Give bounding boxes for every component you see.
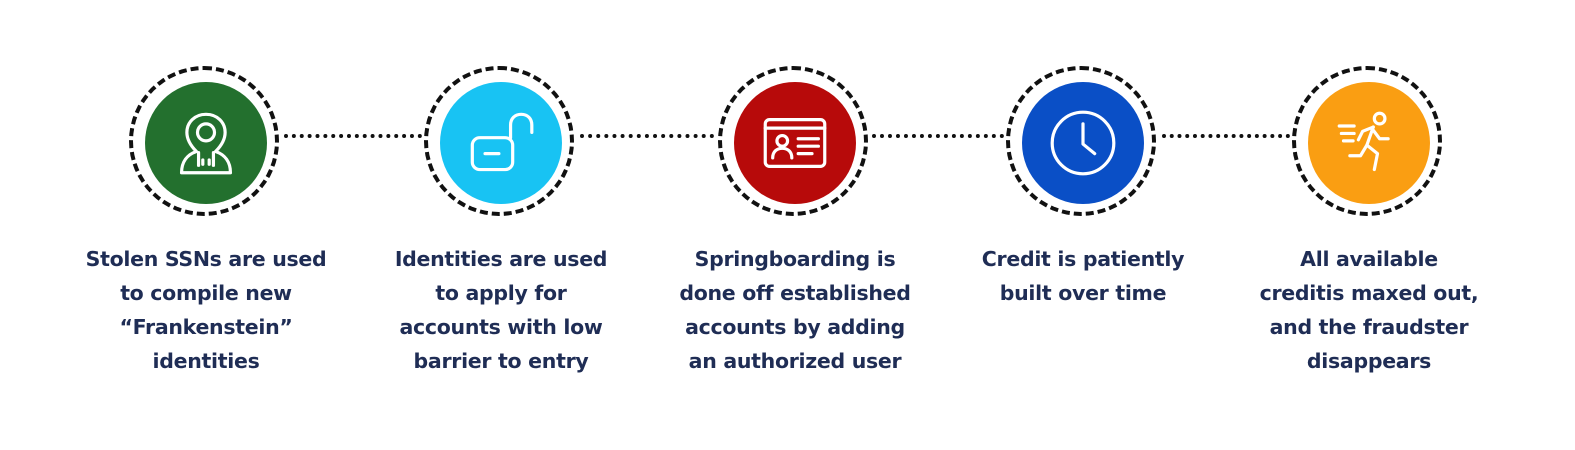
step-2-dashed-ring bbox=[424, 66, 574, 216]
step-1-caption-line: Stolen SSNs are used bbox=[85, 247, 327, 271]
step-1-caption-line: identities bbox=[152, 349, 260, 373]
step-5-caption-line: All available bbox=[1300, 247, 1438, 271]
step-4-caption-line: built over time bbox=[999, 281, 1167, 305]
connector-line-3 bbox=[872, 134, 1004, 138]
step-5-caption: All available creditis maxed out, and th… bbox=[1234, 242, 1504, 378]
step-2-caption-line: barrier to entry bbox=[413, 349, 589, 373]
step-4-caption: Credit is patiently built over time bbox=[948, 242, 1218, 310]
step-1-icon-circle bbox=[145, 82, 267, 204]
step-1: Stolen SSNs are used to compile new “Fra… bbox=[61, 0, 351, 450]
step-2-caption-line: accounts with low bbox=[399, 315, 603, 339]
connector-line-2 bbox=[580, 134, 714, 138]
hooded-fraudster-icon bbox=[179, 112, 233, 175]
step-1-dashed-ring bbox=[129, 66, 279, 216]
connector-line-4 bbox=[1162, 134, 1290, 138]
step-1-caption: Stolen SSNs are used to compile new “Fra… bbox=[71, 242, 341, 378]
unlocked-padlock-icon bbox=[470, 112, 534, 172]
step-3-icon-circle bbox=[734, 82, 856, 204]
step-4: Credit is patiently built over time bbox=[938, 0, 1228, 450]
step-5-caption-line: and the fraudster bbox=[1269, 315, 1469, 339]
step-4-icon-circle bbox=[1022, 82, 1144, 204]
step-5: All available creditis maxed out, and th… bbox=[1224, 0, 1514, 450]
step-5-caption-line: creditis maxed out, bbox=[1259, 281, 1479, 305]
step-2-caption: Identities are used to apply for account… bbox=[366, 242, 636, 378]
running-person-icon bbox=[1337, 111, 1390, 172]
connector-line-1 bbox=[284, 134, 422, 138]
step-2-caption-line: Identities are used bbox=[394, 247, 608, 271]
step-2: Identities are used to apply for account… bbox=[356, 0, 646, 450]
step-3: Springboarding is done off established a… bbox=[650, 0, 940, 450]
step-3-caption-line: done off established bbox=[679, 281, 911, 305]
step-1-caption-line: to compile new bbox=[120, 281, 292, 305]
clock-icon bbox=[1050, 110, 1116, 176]
id-card-icon bbox=[763, 118, 827, 168]
step-2-caption-line: to apply for bbox=[435, 281, 567, 305]
step-3-dashed-ring bbox=[718, 66, 868, 216]
step-3-caption: Springboarding is done off established a… bbox=[660, 242, 930, 378]
step-4-dashed-ring bbox=[1006, 66, 1156, 216]
step-5-dashed-ring bbox=[1292, 66, 1442, 216]
step-1-caption-line: “Frankenstein” bbox=[119, 315, 293, 339]
step-3-caption-line: Springboarding is bbox=[694, 247, 896, 271]
step-5-icon-circle bbox=[1308, 82, 1430, 204]
step-4-caption-line: Credit is patiently bbox=[981, 247, 1185, 271]
step-3-caption-line: accounts by adding bbox=[685, 315, 905, 339]
step-2-icon-circle bbox=[440, 82, 562, 204]
step-3-caption-line: an authorized user bbox=[688, 349, 902, 373]
step-5-caption-line: disappears bbox=[1306, 349, 1432, 373]
